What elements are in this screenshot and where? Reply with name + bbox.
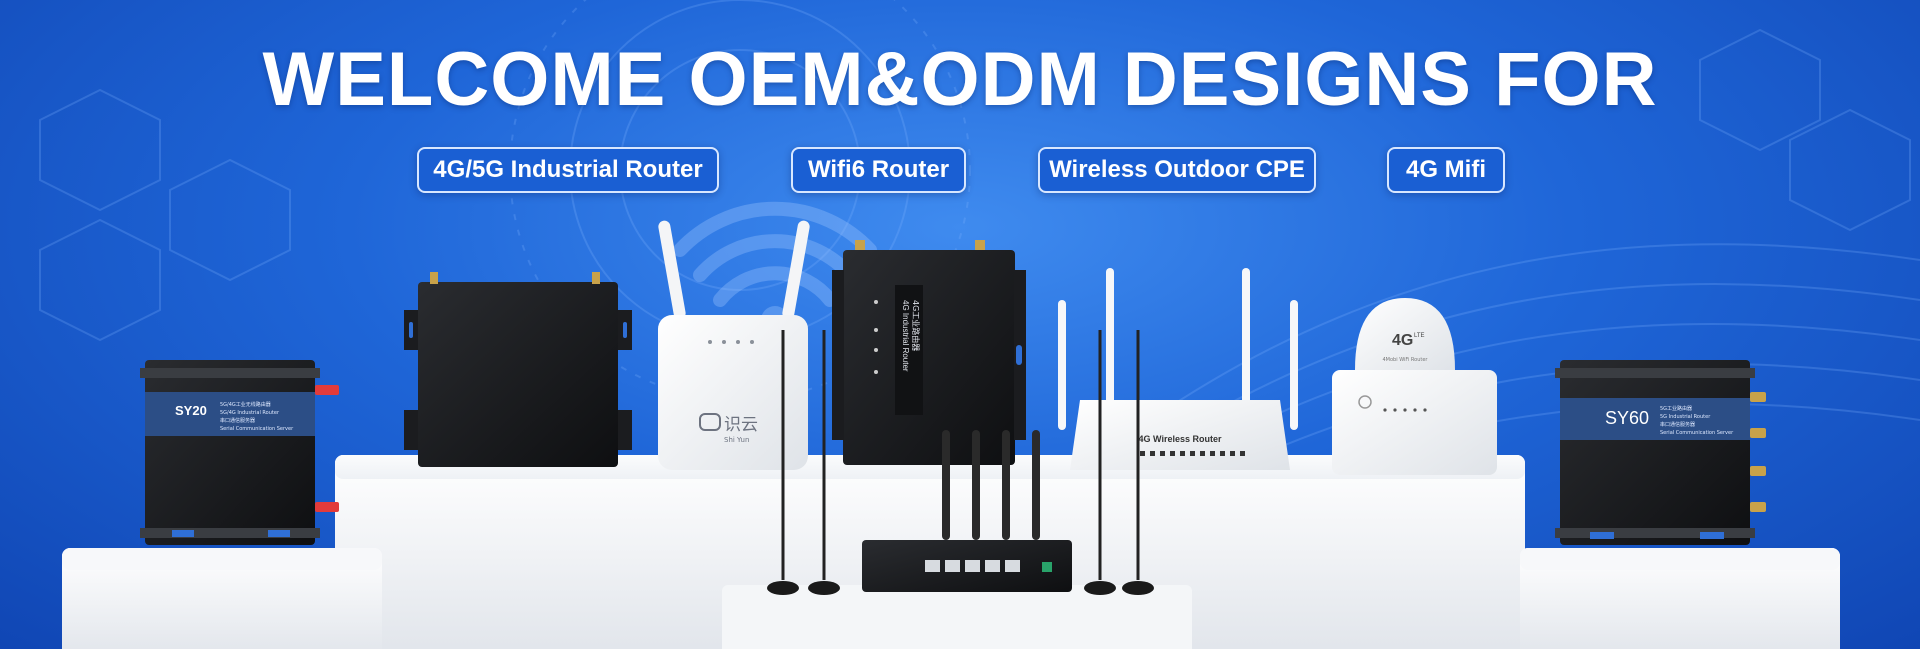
pedestals [62, 455, 1840, 649]
brand-en-text: Shi Yun [724, 436, 749, 444]
sy20-serial-server-image: SY20 5G/4G工业无线路由器 5G/4G Industrial Route… [140, 360, 339, 545]
sy20-spec-line1: 5G/4G工业无线路由器 [220, 401, 271, 408]
wireless-router-label: 4G Wireless Router [1139, 434, 1222, 444]
white-4g-router-image: 识云 Shi Yun [658, 220, 810, 470]
mifi-badge-sub-text: LTE [1414, 333, 1425, 339]
mifi-badge-text: 4G [1392, 332, 1413, 349]
category-pill-outdoor-cpe[interactable]: Wireless Outdoor CPE [1038, 147, 1316, 193]
sy20-model-text: SY20 [175, 403, 207, 418]
black-industrial-router-image [404, 272, 632, 467]
4g-wireless-router-image: 4G Wireless Router [1058, 268, 1298, 470]
category-label: Wireless Outdoor CPE [1049, 156, 1305, 183]
category-label: 4G Mifi [1405, 156, 1486, 183]
category-pill-4g-mifi[interactable]: 4G Mifi [1387, 147, 1505, 193]
sy20-spec-line3: 串口通信服务器 [220, 417, 255, 424]
banner-title: WELCOME OEM&ODM DESIGNS FOR [262, 37, 1658, 122]
sy60-industrial-router-image: SY60 5G工业路由器 5G Industrial Router 串口通信服务… [1555, 360, 1766, 545]
sy60-spec-line2: 5G Industrial Router [1660, 414, 1711, 420]
sy60-model-text: SY60 [1605, 408, 1649, 428]
sy60-spec-line1: 5G工业路由器 [1660, 405, 1692, 412]
category-label: 4G/5G Industrial Router [433, 156, 703, 183]
sy20-spec-line2: 5G/4G Industrial Router [220, 410, 280, 416]
brand-cn-text: 识云 [724, 415, 758, 435]
sy60-spec-line3: 串口通信服务器 [1660, 421, 1695, 428]
center-5g-router-image [767, 330, 1154, 595]
category-pill-industrial-router[interactable]: 4G/5G Industrial Router [417, 147, 719, 193]
wifi-symbol-watermark [673, 201, 877, 307]
mifi-sub-text: 4Mobi WiFi Router [1383, 357, 1429, 363]
category-label: Wifi6 Router [807, 156, 950, 183]
sy20-spec-line4: Serial Communication Server [220, 426, 294, 432]
category-pill-wifi6-router[interactable]: Wifi6 Router [791, 147, 966, 193]
industrial-router-cn-text: 4G工业路由器 [911, 300, 921, 351]
industrial-router-label: 4G Industrial Router [901, 300, 910, 372]
sy60-spec-line4: Serial Communication Server [1660, 430, 1734, 436]
vertical-industrial-router-image: 4G工业路由器 4G Industrial Router [832, 240, 1026, 465]
4g-mifi-image: 4G LTE 4Mobi WiFi Router [1332, 298, 1497, 475]
